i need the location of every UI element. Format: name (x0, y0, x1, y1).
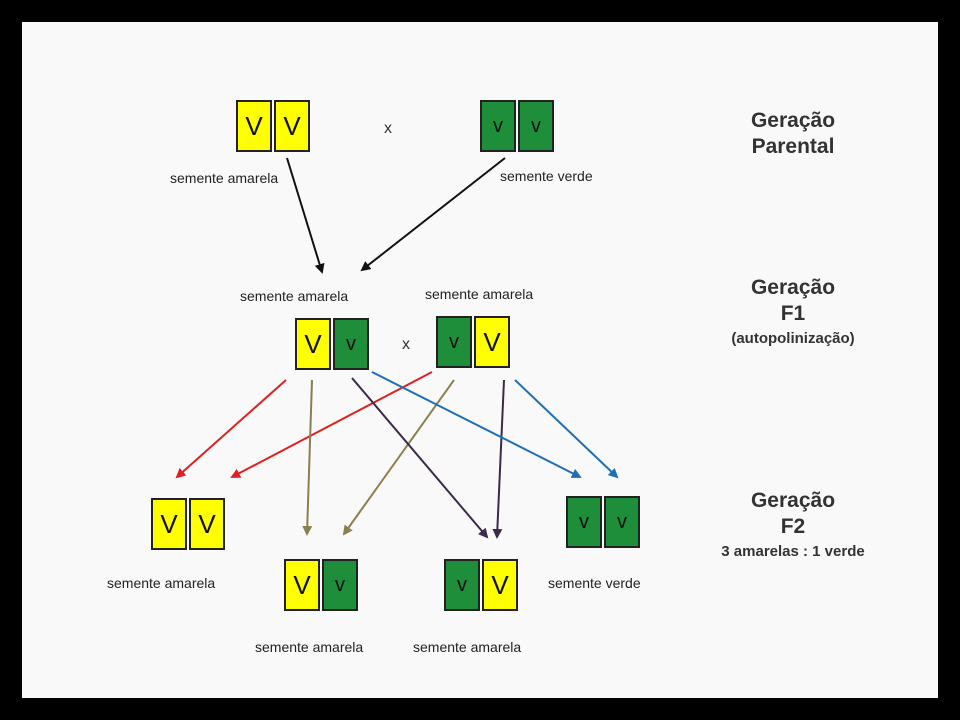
allele-box: V (474, 316, 510, 368)
generation-parental-title: Geração Parental (698, 108, 888, 160)
parental-right-label: semente verde (500, 168, 593, 184)
arrow-f1-left-to-f2-vv2-olive (302, 379, 313, 536)
parental-left-label: semente amarela (170, 170, 279, 186)
generation-note: 3 amarelas : 1 verde (721, 543, 865, 560)
f2-genotype-4: v v (566, 496, 640, 548)
f2-genotype-2: V v (284, 559, 358, 611)
f2-genotype-3: v V (444, 559, 518, 611)
arrow-f1-right-to-f2-vv-red (230, 371, 433, 478)
allele-box: v (518, 100, 554, 152)
allele-box: v (436, 316, 472, 368)
allele-box: V (274, 100, 310, 152)
allele-box: V (295, 318, 331, 370)
arrow-f1-left-to-f2-vv4-blue (371, 371, 582, 478)
arrow-f1-right-to-f2-vv4-blue (514, 379, 619, 479)
generation-name: F2 (780, 515, 806, 538)
f1-left-genotype: V v (295, 318, 369, 370)
generation-heading: Geração (750, 489, 836, 512)
f2-genotype-1: V V (151, 498, 225, 550)
diagram-canvas: V V semente amarela x v v semente verde … (22, 22, 938, 698)
arrow-f1-left-to-f2-vv3-purple (351, 377, 489, 539)
allele-box: V (151, 498, 187, 550)
allele-box: v (444, 559, 480, 611)
allele-box: V (284, 559, 320, 611)
allele-box: V (189, 498, 225, 550)
arrow-f1-right-to-f2-vv2-olive (342, 379, 455, 536)
generation-name: Parental (751, 135, 835, 158)
f2-label-4: semente verde (548, 575, 641, 591)
allele-box: v (322, 559, 358, 611)
parental-left-genotype: V V (236, 100, 310, 152)
allele-box: v (566, 496, 602, 548)
f2-label-1: semente amarela (107, 575, 216, 591)
f1-right-label: semente amarela (425, 286, 534, 302)
allele-box: v (333, 318, 369, 370)
arrow-f1-right-to-f2-vv3-purple (492, 379, 505, 539)
allele-box: v (604, 496, 640, 548)
parental-right-genotype: v v (480, 100, 554, 152)
generation-heading: Geração (750, 276, 836, 299)
allele-box: V (482, 559, 518, 611)
parental-cross-symbol: x (384, 120, 392, 137)
arrow-parental-left-to-f1 (286, 157, 325, 274)
arrow-parental-right-to-f1 (360, 157, 506, 272)
f2-label-3: semente amarela (413, 639, 522, 655)
generation-note: (autopolinização) (731, 330, 855, 347)
arrow-f1-left-to-f2-vv-red (175, 379, 287, 479)
allele-box: V (236, 100, 272, 152)
generation-f1-title: Geração F1 (autopolinização) (698, 275, 888, 351)
generation-f2-title: Geração F2 3 amarelas : 1 verde (698, 488, 888, 564)
f2-label-2: semente amarela (255, 639, 364, 655)
f1-cross-symbol: x (402, 336, 410, 353)
f1-right-genotype: v V (436, 316, 510, 368)
allele-box: v (480, 100, 516, 152)
arrows-layer (175, 157, 619, 539)
generation-name: F1 (780, 302, 806, 325)
f1-left-label: semente amarela (240, 288, 349, 304)
generation-heading: Geração (750, 109, 836, 132)
